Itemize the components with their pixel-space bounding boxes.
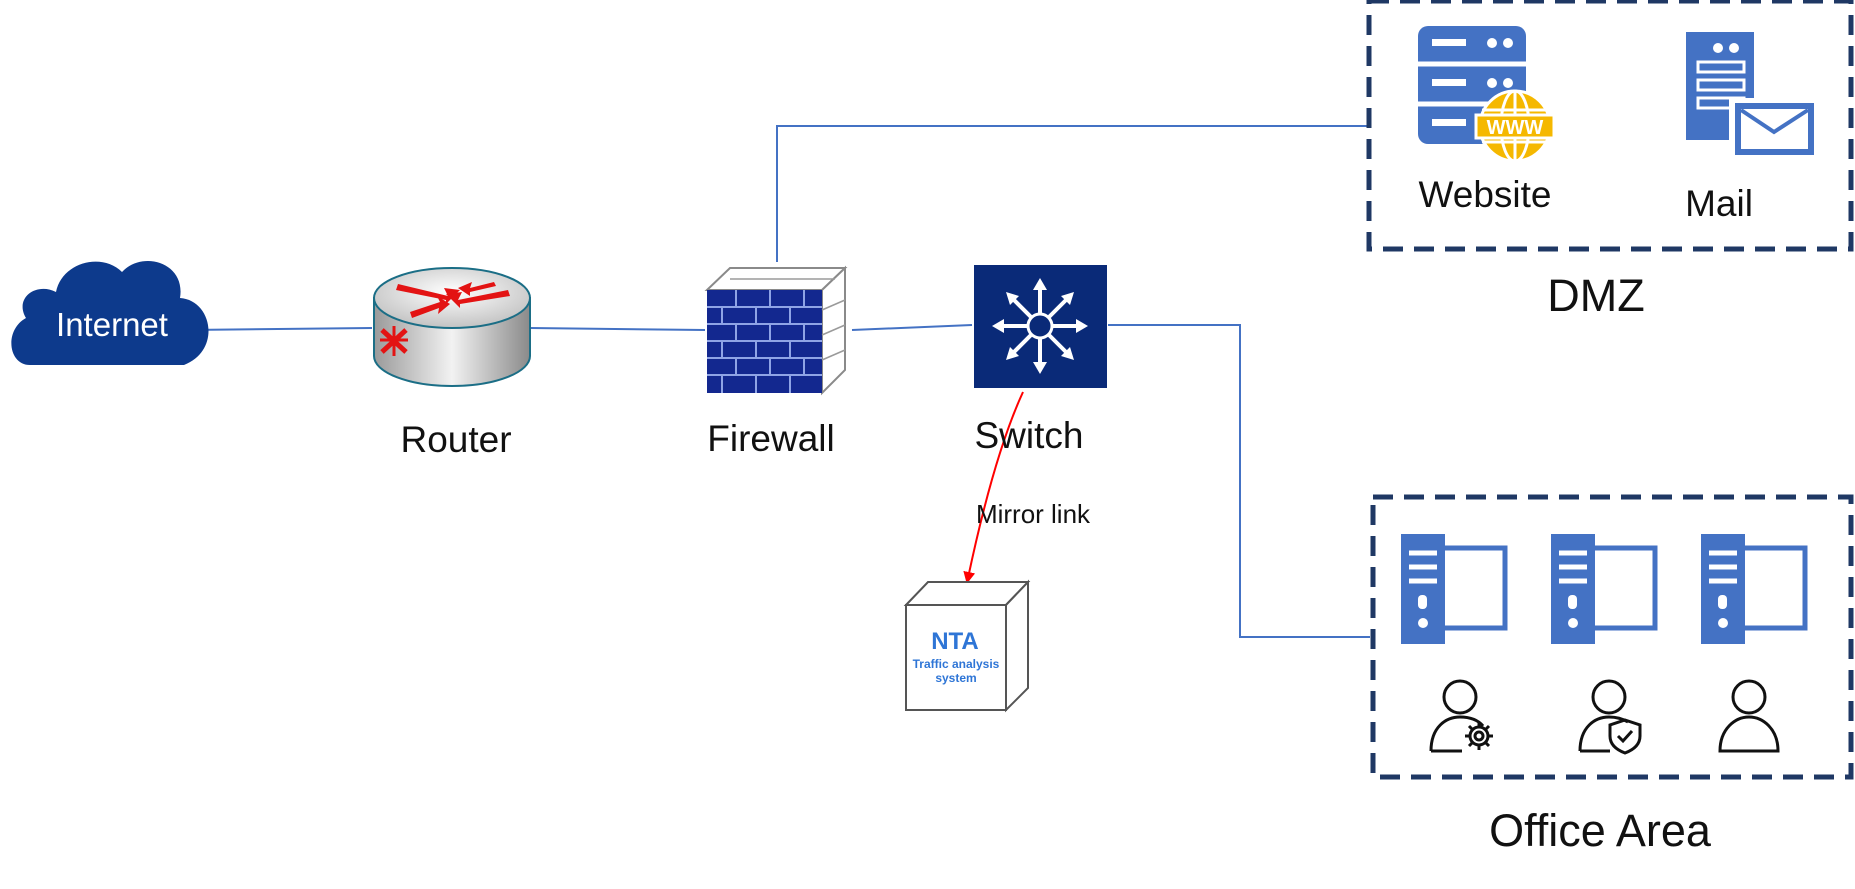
internet-label: Internet [56, 306, 168, 343]
mail-label: Mail [1685, 183, 1753, 224]
nta-title: NTA [931, 628, 979, 655]
user-icon [1718, 679, 1780, 753]
link-internet-router [187, 327, 373, 331]
office-pc-1-icon [1401, 534, 1508, 644]
link-switch-office [1108, 324, 1370, 638]
switch-icon [974, 265, 1107, 388]
office-zone-label: Office Area [1489, 805, 1712, 856]
mail-server-icon [1686, 32, 1814, 157]
internet-cloud-icon [11, 260, 209, 365]
nta-subtitle-line1: Traffic analysis [913, 657, 1000, 671]
office-pc-3-icon [1701, 534, 1808, 644]
website-label: Website [1419, 174, 1552, 215]
nta-appliance-icon [903, 579, 1031, 713]
link-firewall-dmz [776, 125, 1368, 262]
dmz-zone-label: DMZ [1547, 270, 1644, 321]
security-user-icon [1578, 679, 1642, 755]
router-label: Router [400, 419, 511, 460]
nta-subtitle-line2: system [935, 671, 976, 685]
link-firewall-switch [851, 324, 973, 331]
mirror-link-arrow [963, 391, 1024, 584]
www-globe-icon [1474, 89, 1556, 163]
switch-label: Switch [975, 415, 1084, 456]
link-router-firewall [529, 327, 706, 331]
mirror-link-label: Mirror link [976, 499, 1091, 529]
admin-user-icon [1429, 679, 1493, 753]
office-pc-2-icon [1551, 534, 1658, 644]
firewall-label: Firewall [707, 418, 834, 459]
connections [187, 125, 1370, 638]
dmz-zone-border [1366, 0, 1854, 252]
www-badge-text: WWW [1487, 117, 1544, 139]
firewall-icon [704, 265, 848, 396]
office-zone-border [1370, 494, 1854, 780]
router-icon [373, 267, 531, 387]
